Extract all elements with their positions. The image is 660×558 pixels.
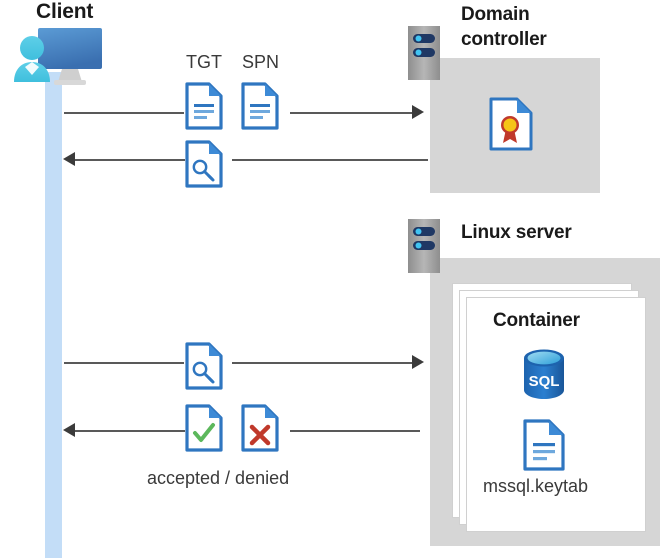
sql-database-icon: SQL [521,348,567,405]
key-document-icon [185,140,223,193]
check-document-icon [185,404,223,457]
text-document-icon [185,82,223,135]
container-card-front [466,297,646,532]
tgt-label: TGT [186,52,222,72]
flow-4-wire-left [75,430,185,432]
x-document-icon [241,404,279,457]
flow-3-wire-right [232,362,414,364]
key-document-icon [185,342,223,395]
accepted-denied-label: accepted / denied [147,468,290,488]
flow-2-wire-right [232,159,428,161]
domain-controller-title-line1: Domain [461,4,530,25]
server-rack-icon [408,219,440,278]
flow-4-arrowhead [63,423,75,437]
user-at-monitor-icon [10,24,110,91]
flow-2-wire-left [75,159,185,161]
server-rack-icon [408,26,440,85]
flow-3-arrowhead [412,355,424,369]
container-title: Container [493,310,580,331]
flow-2-arrowhead [63,152,75,166]
text-document-icon [523,419,565,476]
linux-server-title: Linux server [461,222,572,243]
flow-1-arrowhead [412,105,424,119]
svg-text:SQL: SQL [529,373,560,390]
domain-controller-title: Domain controller [461,2,641,52]
text-document-icon [241,82,279,135]
flow-3-wire-left [64,362,184,364]
certificate-document-icon [489,97,533,156]
flow-4-wire-right [290,430,420,432]
client-lifeline [45,72,62,558]
client-title: Client [36,0,94,23]
domain-controller-title-line2: controller [461,29,547,50]
keytab-filename-label: mssql.keytab [483,476,589,496]
flow-1-wire-left [64,112,184,114]
flow-1-wire-right [290,112,414,114]
spn-label: SPN [242,52,280,72]
